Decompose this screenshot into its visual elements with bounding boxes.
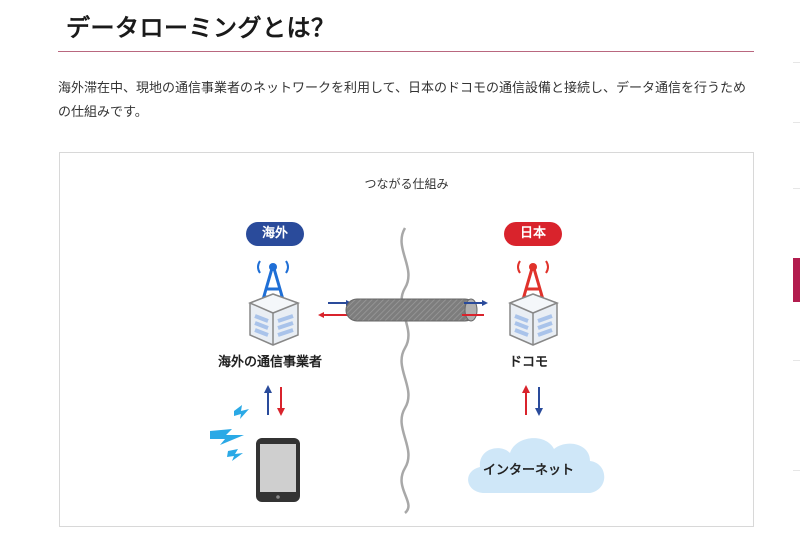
building-docomo-icon — [508, 293, 560, 346]
roaming-diagram: つながる仕組み — [59, 152, 754, 527]
node-label-docomo: ドコモ — [509, 355, 549, 370]
arrows-abroad-operator-phone-icon — [264, 385, 285, 416]
diagram-caption: つながる仕組み — [364, 177, 449, 191]
border-divider — [400, 227, 410, 514]
diagram-graphics — [210, 227, 605, 514]
node-label-internet: インターネット — [483, 463, 575, 478]
title-divider — [58, 51, 754, 52]
arrows-docomo-internet-icon — [522, 385, 543, 416]
antenna-tower-docomo-icon — [517, 260, 549, 304]
smartphone-icon — [256, 438, 300, 502]
region-badge-abroad: 海外 — [246, 222, 304, 246]
sidebar-active-marker — [793, 258, 800, 302]
sidebar-divider — [793, 360, 800, 361]
region-badge-japan: 日本 — [504, 222, 562, 246]
intro-paragraph: 海外滞在中、現地の通信事業者のネットワークを利用して、日本のドコモの通信設備と接… — [58, 81, 746, 120]
signal-icon — [210, 405, 249, 461]
sidebar-divider — [793, 188, 800, 189]
roaming-cable-icon — [318, 298, 488, 322]
sidebar-divider — [793, 470, 800, 471]
antenna-tower-abroad-icon — [257, 260, 289, 304]
page-title: データローミングとは？ — [66, 14, 336, 42]
sidebar-divider — [793, 62, 800, 63]
node-label-abroad-operator: 海外の通信事業者 — [218, 355, 323, 370]
internet-cloud-icon — [468, 438, 605, 493]
building-abroad-icon — [248, 293, 301, 346]
sidebar-divider — [793, 122, 800, 123]
